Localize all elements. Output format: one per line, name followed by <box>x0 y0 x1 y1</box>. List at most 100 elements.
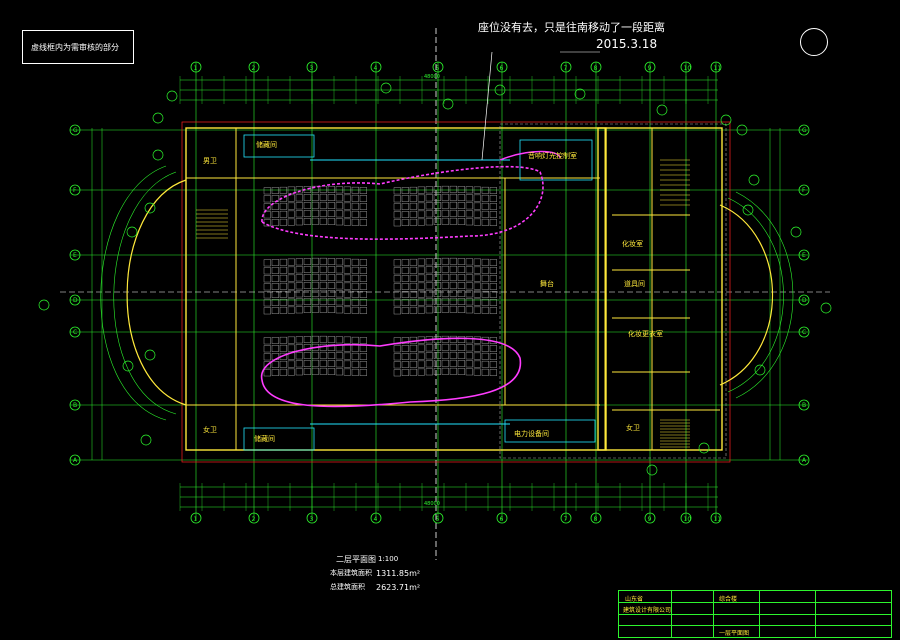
seat <box>327 274 336 281</box>
seat <box>393 187 402 195</box>
seat <box>295 202 304 210</box>
seat <box>457 274 466 281</box>
seat <box>359 369 368 376</box>
seat <box>359 259 368 266</box>
seat <box>335 352 344 360</box>
seat <box>457 258 466 265</box>
seat <box>393 267 402 275</box>
seat <box>311 335 320 343</box>
seat <box>393 369 402 377</box>
grid-bubble-top <box>496 61 508 73</box>
seat <box>473 266 482 274</box>
seat <box>287 210 296 218</box>
seat <box>303 266 312 273</box>
seat <box>343 194 352 202</box>
seat <box>449 265 458 273</box>
seat <box>287 290 296 298</box>
seat <box>279 258 288 266</box>
room-label-power: 电力设备间 <box>514 429 549 438</box>
seat <box>327 306 336 313</box>
seat <box>401 275 410 282</box>
seat <box>327 290 336 297</box>
callout-bubble <box>646 464 658 476</box>
seat <box>449 359 458 367</box>
seat <box>409 202 418 210</box>
seat <box>287 266 296 274</box>
seat <box>287 306 296 314</box>
seat <box>473 336 482 344</box>
grid-bubble-top <box>248 61 260 73</box>
seat <box>359 299 368 306</box>
seat <box>489 267 498 274</box>
seat <box>401 299 410 306</box>
seat <box>287 282 296 290</box>
seat <box>359 219 368 226</box>
room-label-prop: 道具间 <box>624 279 645 288</box>
seat <box>351 352 360 360</box>
seat <box>417 282 426 290</box>
seat <box>473 274 482 282</box>
seat <box>327 218 336 225</box>
seat <box>319 209 328 217</box>
seat <box>417 290 426 298</box>
seat <box>351 266 360 274</box>
seat <box>481 266 490 274</box>
seat <box>417 368 426 376</box>
seat <box>425 202 434 210</box>
seat <box>425 194 434 202</box>
seat <box>343 360 352 368</box>
seat <box>457 282 466 289</box>
seat <box>263 291 272 299</box>
seat <box>425 290 434 298</box>
seat <box>449 305 458 313</box>
seat <box>457 290 466 297</box>
seat <box>417 306 426 314</box>
seat <box>319 289 328 297</box>
seat <box>449 367 458 375</box>
seat <box>465 186 474 194</box>
grid-label-bottom: 1 <box>194 516 198 523</box>
seat <box>319 273 328 281</box>
seat <box>303 298 312 305</box>
seat <box>401 219 410 226</box>
seat <box>409 298 418 306</box>
seat <box>409 282 418 290</box>
grid-label-left: C <box>73 329 77 336</box>
seat <box>393 283 402 291</box>
seat <box>465 218 474 226</box>
seat <box>311 351 320 359</box>
seat <box>441 289 450 297</box>
seat <box>287 344 296 352</box>
seat <box>295 258 304 266</box>
seat <box>327 202 336 209</box>
seat <box>489 283 498 290</box>
callout-bubble <box>698 442 710 454</box>
seat <box>401 345 410 352</box>
seat <box>425 298 434 306</box>
seat <box>351 344 360 352</box>
seat <box>465 258 474 266</box>
seat <box>351 258 360 266</box>
grid-label-right: C <box>802 329 806 336</box>
seat <box>465 282 474 290</box>
seat <box>441 359 450 367</box>
seat <box>457 218 466 225</box>
seat <box>473 186 482 194</box>
seat <box>351 282 360 290</box>
seat <box>343 290 352 298</box>
east-curve-line <box>727 197 784 393</box>
callout-bubble <box>140 434 152 446</box>
seat <box>295 336 304 344</box>
seat <box>417 194 426 202</box>
seat <box>417 274 426 282</box>
callout-bubble <box>122 360 134 372</box>
seat <box>343 274 352 282</box>
seat <box>327 258 336 265</box>
seat <box>287 368 296 376</box>
seat <box>441 193 450 201</box>
seat <box>417 344 426 352</box>
grid-label-bottom: 8 <box>594 516 598 523</box>
seat <box>465 352 474 360</box>
seat <box>319 257 328 265</box>
